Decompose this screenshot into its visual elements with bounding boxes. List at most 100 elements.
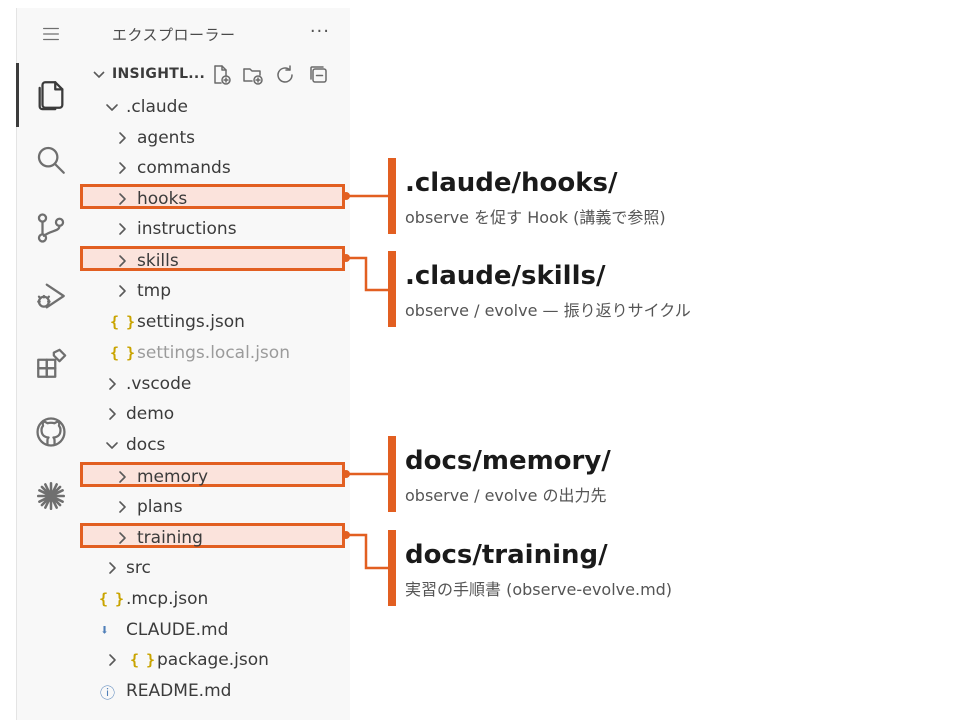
folder-commands[interactable]: commands bbox=[0, 153, 266, 183]
explorer-sidebar: エクスプローラー ··· INSIGHTL... bbox=[84, 8, 350, 720]
new-folder-icon bbox=[243, 68, 263, 85]
file-settings-local-json[interactable]: { }settings.local.json bbox=[0, 338, 290, 368]
highlight-memory bbox=[80, 462, 345, 487]
folder-skills[interactable]: skills bbox=[0, 246, 266, 276]
chevron-right-icon bbox=[114, 499, 130, 515]
json-file-icon: { } bbox=[110, 313, 135, 331]
chevron-right-icon bbox=[104, 560, 120, 576]
workspace-root[interactable]: INSIGHTL... bbox=[84, 60, 350, 90]
tree-item-label: README.md bbox=[126, 681, 232, 701]
callout-title: .claude/hooks/ bbox=[405, 168, 618, 198]
callout-bar bbox=[388, 436, 396, 512]
run-debug-icon bbox=[37, 283, 65, 309]
file-claude-md[interactable]: ⬇ CLAUDE.md bbox=[0, 615, 266, 645]
activity-bar bbox=[16, 8, 84, 720]
info-icon: ⓘ bbox=[100, 684, 115, 702]
refresh-icon bbox=[277, 65, 293, 83]
tree-item-label: instructions bbox=[137, 219, 237, 239]
chevron-right-icon bbox=[114, 530, 130, 546]
folder-agents[interactable]: agents bbox=[0, 123, 266, 153]
tree-item-label: .vscode bbox=[126, 374, 192, 394]
files-icon bbox=[38, 81, 64, 111]
file-mcp-json[interactable]: { }.mcp.json bbox=[0, 584, 266, 614]
folder-training[interactable]: training bbox=[0, 523, 266, 553]
folder-vscode[interactable]: .vscode bbox=[0, 369, 266, 399]
tree-item-label: CLAUDE.md bbox=[126, 620, 229, 640]
chevron-right-icon bbox=[104, 652, 120, 668]
run-debug-button[interactable] bbox=[17, 268, 85, 324]
menu-button[interactable] bbox=[17, 6, 85, 62]
callout-training: docs/training/ 実習の手順書 (observe-evolve.md… bbox=[388, 530, 948, 606]
tree-item-label: package.json bbox=[157, 650, 269, 670]
callout-bar bbox=[388, 251, 396, 327]
callout-title: .claude/skills/ bbox=[405, 261, 606, 291]
tree-item-label: .mcp.json bbox=[126, 589, 209, 609]
folder-demo[interactable]: demo bbox=[0, 399, 266, 429]
source-control-button[interactable] bbox=[17, 200, 85, 256]
folder-instructions[interactable]: instructions bbox=[0, 214, 266, 244]
extensions-button[interactable] bbox=[17, 336, 85, 392]
download-arrow-icon: ⬇ bbox=[100, 621, 109, 639]
highlight-training bbox=[80, 523, 345, 548]
file-readme-md[interactable]: ⓘ README.md bbox=[0, 676, 266, 706]
chevron-right-icon bbox=[104, 406, 120, 422]
callout-bar bbox=[388, 530, 396, 606]
explorer-button[interactable] bbox=[16, 63, 85, 127]
chevron-down-icon bbox=[104, 99, 120, 115]
github-button[interactable] bbox=[17, 404, 85, 460]
folder-docs[interactable]: docs bbox=[0, 430, 266, 460]
workspace-name: INSIGHTL... bbox=[112, 66, 206, 82]
tree-item-label: skills bbox=[137, 251, 179, 271]
tree-item-label: demo bbox=[126, 404, 175, 424]
callout-title: docs/training/ bbox=[405, 540, 608, 570]
file-settings-json[interactable]: { }settings.json bbox=[0, 307, 266, 337]
extensions-icon bbox=[37, 348, 67, 378]
tree-item-label: docs bbox=[126, 435, 166, 455]
callout-description: 実習の手順書 (observe-evolve.md) bbox=[405, 580, 673, 599]
refresh-button[interactable] bbox=[274, 64, 296, 86]
tree-item-label: src bbox=[126, 558, 151, 578]
json-file-icon: { } bbox=[99, 590, 124, 608]
chevron-down-icon bbox=[93, 71, 105, 79]
folder-hooks[interactable]: hooks bbox=[0, 184, 266, 214]
more-actions-button[interactable]: ··· bbox=[309, 21, 330, 42]
collapse-all-icon bbox=[310, 66, 327, 83]
tree-item-label: training bbox=[137, 528, 203, 548]
connector-training bbox=[345, 533, 388, 570]
claude-icon bbox=[36, 481, 66, 511]
search-button[interactable] bbox=[17, 132, 85, 188]
tree-item-label: agents bbox=[137, 128, 195, 148]
chevron-right-icon bbox=[114, 191, 130, 207]
search-icon bbox=[37, 146, 65, 174]
folder-tmp[interactable]: tmp bbox=[0, 276, 266, 306]
callout-title: docs/memory/ bbox=[405, 446, 611, 476]
chevron-right-icon bbox=[114, 160, 130, 176]
callout-skills: .claude/skills/ observe / evolve — 振り返りサ… bbox=[388, 251, 948, 327]
callout-description: observe / evolve の出力先 bbox=[405, 486, 607, 505]
new-file-button[interactable] bbox=[210, 64, 232, 86]
file-package-json[interactable]: { }package.json bbox=[0, 645, 269, 675]
folder-claude[interactable]: .claude bbox=[0, 92, 266, 122]
tree-item-label: settings.json bbox=[137, 312, 245, 332]
new-folder-button[interactable] bbox=[242, 64, 264, 86]
collapse-all-button[interactable] bbox=[308, 64, 330, 86]
callout-memory: docs/memory/ observe / evolve の出力先 bbox=[388, 436, 948, 512]
chevron-right-icon bbox=[114, 130, 130, 146]
chevron-right-icon bbox=[114, 221, 130, 237]
tree-item-label: settings.local.json bbox=[137, 343, 290, 363]
json-file-icon: { } bbox=[110, 344, 135, 362]
hamburger-icon bbox=[43, 27, 59, 41]
claude-button[interactable] bbox=[17, 468, 85, 524]
folder-src[interactable]: src bbox=[0, 553, 266, 583]
folder-memory[interactable]: memory bbox=[0, 462, 266, 492]
connector-skills bbox=[345, 256, 388, 292]
folder-plans[interactable]: plans bbox=[0, 492, 266, 522]
tree-item-label: memory bbox=[137, 467, 209, 487]
tree-item-label: plans bbox=[137, 497, 183, 517]
tree-item-label: .claude bbox=[126, 97, 188, 117]
highlight-skills bbox=[80, 246, 345, 271]
tree-item-label: tmp bbox=[137, 281, 172, 301]
new-file-icon bbox=[214, 65, 231, 85]
chevron-right-icon bbox=[104, 376, 120, 392]
tree-item-label: commands bbox=[137, 158, 231, 178]
